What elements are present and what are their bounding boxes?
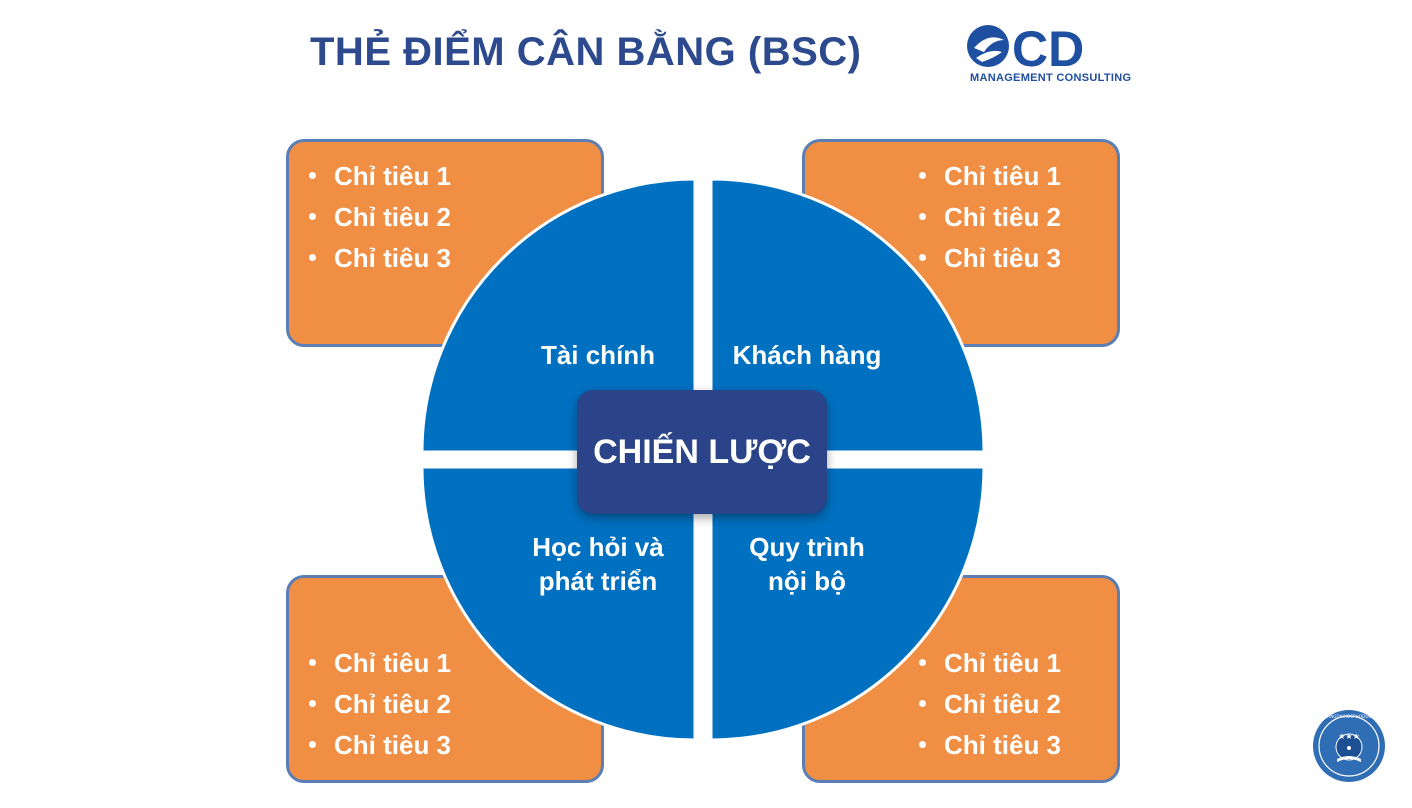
quadrant-bottom-left bbox=[420, 465, 697, 742]
list-item: Chỉ tiêu 1 bbox=[309, 643, 451, 684]
list-item: Chỉ tiêu 2 bbox=[919, 197, 1061, 238]
logo-mark: CD bbox=[1012, 21, 1084, 77]
list-item: Chỉ tiêu 2 bbox=[309, 684, 451, 725]
list-item: Chỉ tiêu 1 bbox=[919, 156, 1061, 197]
scd-logo-icon: CD bbox=[967, 21, 1084, 77]
logo-subtitle: MANAGEMENT CONSULTING bbox=[970, 72, 1132, 84]
quadrant-label-customer: Khách hàng bbox=[732, 340, 882, 370]
quadrant-bottom-right bbox=[709, 465, 986, 742]
list-item: Chỉ tiêu 3 bbox=[309, 725, 451, 766]
badge-text: LAMBANGDAIHOCPHODUC.COM bbox=[1316, 714, 1383, 719]
quadrant-top-right bbox=[709, 177, 986, 454]
page-title: THẺ ĐIỂM CÂN BẰNG (BSC) bbox=[310, 30, 862, 74]
list-item: Chỉ tiêu 3 bbox=[919, 725, 1061, 766]
quadrant-label-finance: Tài chính bbox=[540, 340, 656, 370]
center-strategy-box: CHIẾN LƯỢC bbox=[577, 390, 827, 514]
list-item: Chỉ tiêu 3 bbox=[919, 238, 1061, 279]
list-item: Chỉ tiêu 3 bbox=[309, 238, 451, 279]
list-item: Chỉ tiêu 2 bbox=[309, 197, 451, 238]
list-item: Chỉ tiêu 1 bbox=[309, 156, 451, 197]
quadrant-top-left bbox=[420, 177, 697, 454]
svg-text:★★★: ★★★ bbox=[1338, 732, 1360, 741]
badge-icon: ★★★ LAMBANGDAIHOCPHODUC.COM bbox=[1313, 710, 1385, 782]
list-item: Chỉ tiêu 1 bbox=[919, 643, 1061, 684]
list-item: Chỉ tiêu 2 bbox=[919, 684, 1061, 725]
